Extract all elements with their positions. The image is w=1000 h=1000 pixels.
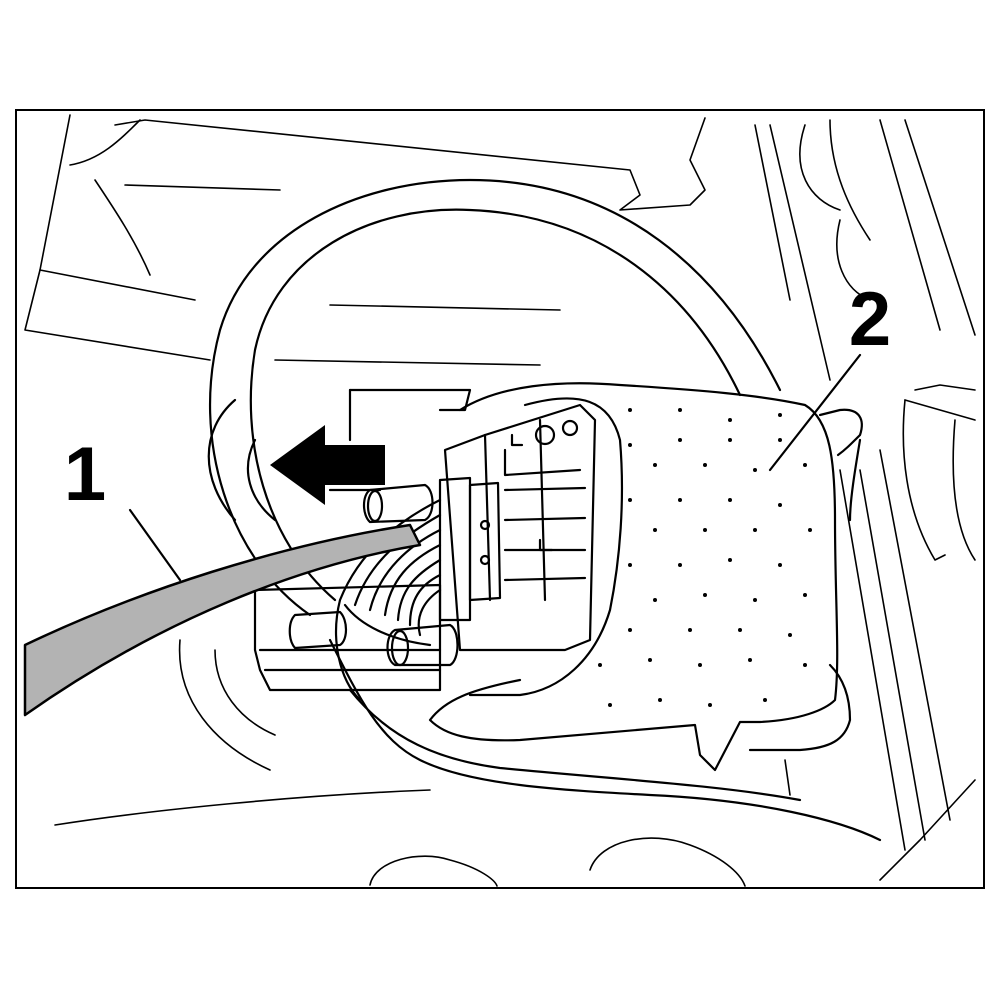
loop-hose: [207, 178, 782, 617]
electrical-connector: [253, 403, 597, 692]
callout-label-2: 2: [849, 277, 891, 362]
cable-1: [23, 523, 422, 717]
leader-line-1: [128, 508, 182, 582]
background-structure: [24, 114, 976, 887]
callout-label-1: 1: [64, 432, 106, 517]
illustration-frame: [15, 109, 985, 889]
pad-dots: [598, 408, 812, 707]
module-2: [343, 382, 863, 772]
direction-arrow: [270, 425, 385, 505]
wire-bundle: [288, 483, 882, 842]
leader-line-2: [768, 353, 862, 472]
